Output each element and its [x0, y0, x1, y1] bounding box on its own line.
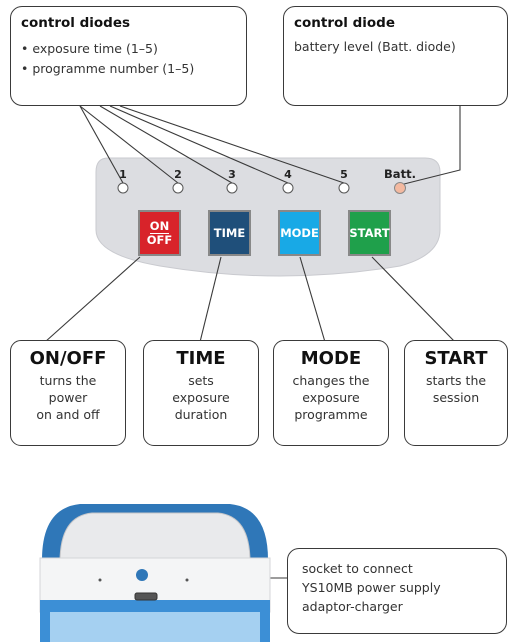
time-button[interactable]: TIME	[208, 210, 251, 256]
control-diodes-item: • programme number (1–5)	[21, 61, 195, 76]
led-label-1: 1	[119, 168, 127, 181]
time-function-title: TIME	[176, 348, 226, 369]
control-diodes-item: • exposure time (1–5)	[21, 41, 158, 56]
mode-function-line: exposure	[302, 390, 360, 405]
mode-function-line: programme	[294, 407, 368, 422]
onoff-function-line: power	[48, 390, 88, 405]
mode-button[interactable]: MODE	[278, 210, 321, 256]
control-diodes-title: control diodes	[21, 15, 131, 31]
led-label-3: 3	[228, 168, 236, 181]
time-button-label: TIME	[213, 226, 246, 240]
socket-line: adaptor-charger	[302, 599, 403, 614]
time-function-line: exposure	[172, 390, 230, 405]
control-diode-callout: control diode battery level (Batt. diode…	[283, 6, 508, 106]
led-label-5: 5	[340, 168, 348, 181]
device-logo-icon	[136, 569, 148, 581]
start-function-line: session	[432, 390, 480, 405]
socket-line: socket to connect	[302, 561, 413, 576]
start-function-line: starts the	[425, 373, 487, 388]
socket-callout: socket to connect YS10MB power supply ad…	[287, 548, 507, 634]
device-illustration	[39, 504, 271, 642]
time-function-box: TIME sets exposure duration	[143, 340, 259, 446]
led-label-4: 4	[284, 168, 292, 181]
mode-button-label: MODE	[280, 226, 319, 240]
led-3	[226, 182, 238, 194]
led-1	[117, 182, 129, 194]
control-diode-text: battery level (Batt. diode)	[294, 39, 456, 54]
led-5	[338, 182, 350, 194]
mode-function-box: MODE changes the exposure programme	[273, 340, 389, 446]
socket-line: YS10MB power supply	[302, 580, 441, 595]
charger-socket	[134, 592, 158, 601]
led-label-2: 2	[174, 168, 182, 181]
led-label-batt: Batt.	[384, 167, 416, 181]
on-off-button[interactable]: ON OFF	[138, 210, 181, 256]
control-diode-title: control diode	[294, 15, 395, 31]
time-function-line: sets	[188, 373, 214, 388]
led-2	[172, 182, 184, 194]
onoff-function-line: turns the	[39, 373, 97, 388]
led-batt	[394, 182, 406, 194]
on-off-button-bottom-label: OFF	[146, 232, 173, 247]
start-button-label: START	[349, 226, 390, 240]
onoff-function-box: ON/OFF turns the power on and off	[10, 340, 126, 446]
onoff-function-title: ON/OFF	[29, 348, 107, 369]
mode-function-title: MODE	[300, 348, 362, 369]
control-diodes-callout: control diodes • exposure time (1–5) • p…	[10, 6, 247, 106]
start-function-title: START	[424, 348, 488, 369]
start-button[interactable]: START	[348, 210, 391, 256]
led-indicators	[117, 182, 406, 194]
start-function-box: START starts the session	[404, 340, 508, 446]
mode-function-line: changes the	[292, 373, 370, 388]
led-4	[282, 182, 294, 194]
onoff-function-line: on and off	[36, 407, 100, 422]
time-function-line: duration	[174, 407, 228, 422]
on-off-button-top-label: ON	[149, 218, 170, 234]
